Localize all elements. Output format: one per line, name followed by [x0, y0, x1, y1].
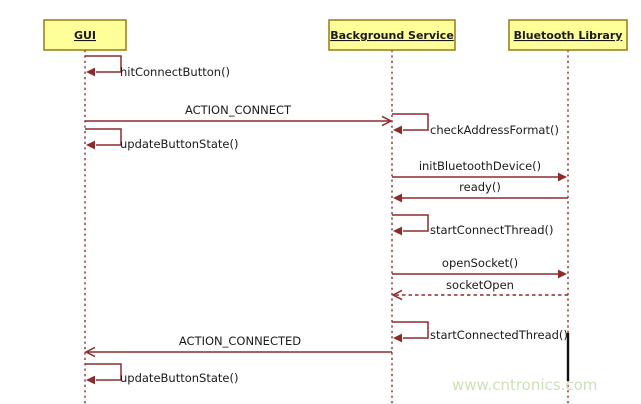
- messages-layer: hitConnectButton() ACTION_CONNECT checkAdd…: [84, 55, 568, 385]
- message-4-updatebuttonstate[interactable]: updateButtonState(): [85, 128, 238, 151]
- arrowhead-filled: [86, 375, 95, 385]
- participant-label-service: Background Service: [330, 29, 454, 42]
- message-9-socketopen[interactable]: socketOpen: [391, 278, 568, 301]
- participant-box-service[interactable]: [328, 19, 456, 51]
- self-call-path: [85, 128, 122, 146]
- message-label: hitConnectButton(): [120, 65, 230, 79]
- arrowhead-filled: [558, 172, 567, 182]
- message-label: startConnectedThread(): [430, 328, 568, 342]
- watermark-layer: www.cntronics.com: [452, 376, 597, 394]
- self-call-path: [85, 55, 122, 73]
- message-label: ACTION_CONNECTED: [179, 334, 301, 348]
- message-12-updatebuttonstate[interactable]: updateButtonState(): [85, 363, 238, 385]
- message-3-checkaddressformat[interactable]: checkAddressFormat(): [392, 113, 559, 137]
- self-call-path: [392, 321, 429, 339]
- message-6-ready[interactable]: ready(): [393, 180, 568, 203]
- participants-layer: GUI Background Service Bluetooth Library: [43, 19, 628, 51]
- arrowhead-open: [381, 115, 393, 127]
- watermark-text: www.cntronics.com: [452, 376, 597, 394]
- self-call-path: [392, 214, 429, 232]
- arrowhead-filled: [393, 125, 402, 135]
- self-call-path: [85, 363, 122, 381]
- message-10-startconnectedthread[interactable]: startConnectedThread(): [392, 321, 568, 343]
- message-1-hitconnectbutton[interactable]: hitConnectButton(): [85, 55, 230, 79]
- arrowhead-filled: [393, 333, 402, 343]
- message-8-opensocket[interactable]: openSocket(): [392, 256, 567, 279]
- message-2-action-connect[interactable]: ACTION_CONNECT: [85, 103, 393, 127]
- participant-service[interactable]: Background Service: [328, 19, 456, 51]
- message-label: checkAddressFormat(): [430, 123, 559, 137]
- arrowhead-filled: [393, 226, 402, 236]
- message-label: openSocket(): [442, 256, 518, 270]
- participant-label-bluetooth: Bluetooth Library: [514, 29, 623, 42]
- message-label: startConnectThread(): [430, 223, 554, 237]
- arrowhead-filled: [393, 193, 402, 203]
- participant-box-gui[interactable]: [43, 19, 127, 51]
- arrowhead-open: [391, 289, 403, 301]
- message-11-action-connected[interactable]: ACTION_CONNECTED: [84, 334, 392, 358]
- arrowhead-filled: [558, 269, 567, 279]
- message-7-startconnectthread[interactable]: startConnectThread(): [392, 214, 554, 237]
- arrowhead-filled: [86, 67, 95, 77]
- participant-box-bluetooth[interactable]: [508, 19, 628, 51]
- message-label: socketOpen: [446, 278, 514, 292]
- message-label: ACTION_CONNECT: [185, 103, 292, 117]
- participant-bluetooth[interactable]: Bluetooth Library: [508, 19, 628, 51]
- message-label: ready(): [459, 180, 501, 194]
- participant-label-gui: GUI: [74, 29, 96, 42]
- message-label: updateButtonState(): [120, 371, 238, 385]
- participant-gui[interactable]: GUI: [43, 19, 127, 51]
- message-5-initbluetoothdevice[interactable]: initBluetoothDevice(): [392, 159, 567, 182]
- arrowhead-open: [84, 346, 96, 358]
- arrowhead-filled: [86, 140, 95, 150]
- message-label: updateButtonState(): [120, 137, 238, 151]
- message-label: initBluetoothDevice(): [419, 159, 541, 173]
- self-call-path: [392, 113, 429, 131]
